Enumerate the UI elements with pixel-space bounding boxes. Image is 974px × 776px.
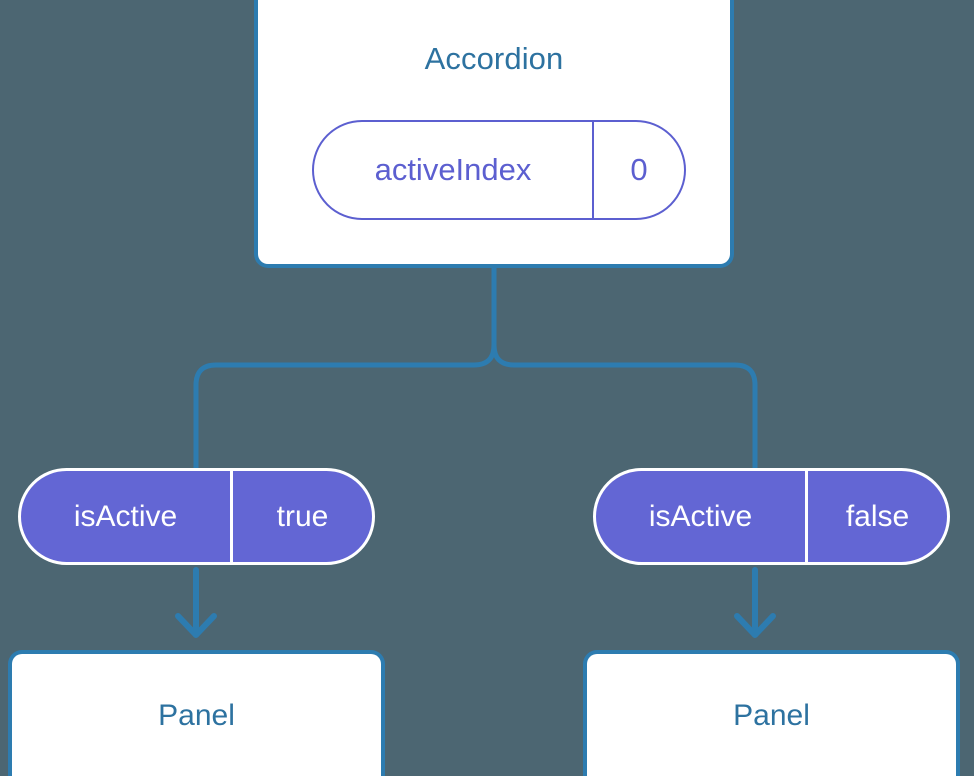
accordion-state-pill[interactable]: activeIndex 0 bbox=[312, 120, 686, 220]
accordion-state-value: 0 bbox=[592, 122, 684, 218]
panel-node-left-label: Panel bbox=[158, 699, 235, 732]
arrow-left-to-panel bbox=[175, 567, 217, 638]
connector-trunk-left bbox=[193, 342, 497, 471]
arrow-right-to-panel bbox=[734, 567, 776, 638]
accordion-state-key: activeIndex bbox=[374, 152, 532, 187]
connector-trunk-right bbox=[491, 265, 758, 471]
isactive-true-pill[interactable]: isActive true bbox=[18, 468, 375, 565]
panel-node-right[interactable]: Panel bbox=[583, 650, 960, 776]
isactive-true-value: true bbox=[230, 471, 372, 562]
panel-node-left[interactable]: Panel bbox=[8, 650, 385, 776]
isactive-false-pill[interactable]: isActive false bbox=[593, 468, 950, 565]
accordion-node[interactable]: Accordion activeIndex 0 bbox=[254, 0, 734, 268]
accordion-node-label: Accordion bbox=[424, 41, 564, 76]
panel-node-right-label: Panel bbox=[733, 699, 810, 732]
isactive-false-key: isActive bbox=[648, 499, 753, 533]
isactive-false-value: false bbox=[805, 471, 947, 562]
isactive-true-key: isActive bbox=[73, 499, 178, 533]
